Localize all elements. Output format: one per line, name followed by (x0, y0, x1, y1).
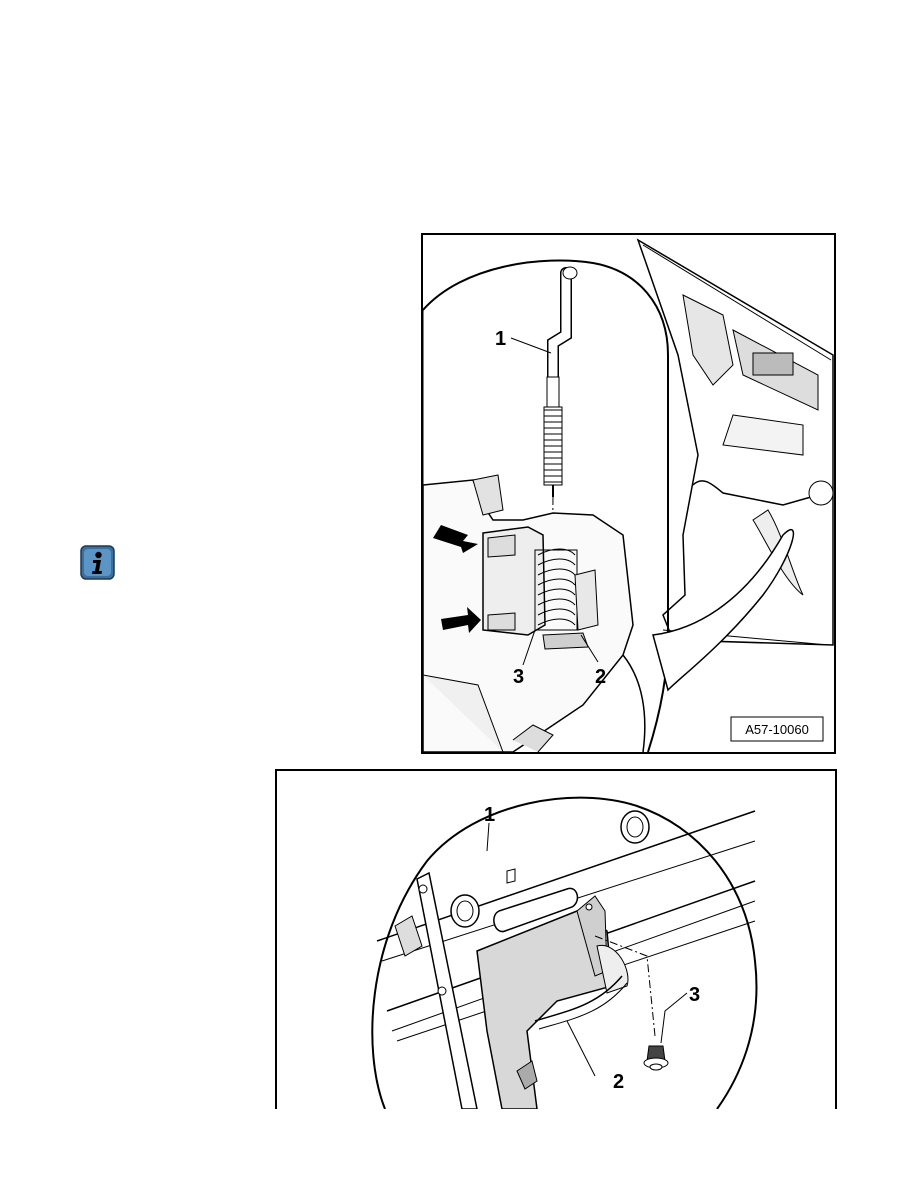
callout-1: 1 (495, 328, 506, 350)
info-icon (80, 545, 115, 580)
callout-3: 3 (689, 984, 700, 1006)
illustration-bracket-mounting: 1 2 3 (275, 769, 837, 1109)
callout-2: 2 (595, 666, 606, 688)
callout-1: 1 (484, 804, 495, 826)
callout-3: 3 (513, 666, 524, 688)
illustration-cable-removal: 1 2 3 A57-10060 (421, 233, 836, 754)
figure-label: A57-10060 (745, 722, 809, 737)
callout-2: 2 (613, 1071, 624, 1093)
